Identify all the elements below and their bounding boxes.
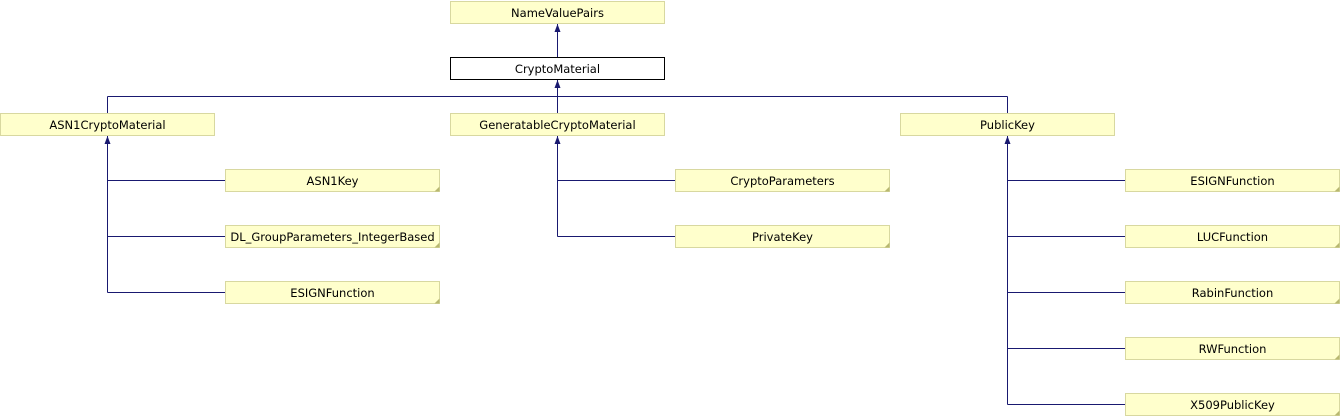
class-label: ASN1Key xyxy=(307,174,359,188)
arrowhead-icon xyxy=(104,136,111,144)
class-node-esignfunction-left[interactable]: ESIGNFunction xyxy=(225,281,440,304)
class-node-namevaluepairs[interactable]: NameValuePairs xyxy=(450,1,665,24)
class-label: X509PublicKey xyxy=(1190,398,1275,412)
folded-corner-icon xyxy=(434,242,440,248)
class-label: PublicKey xyxy=(980,118,1035,132)
edge-group-namevaluepairs xyxy=(554,24,561,57)
class-label: ASN1CryptoMaterial xyxy=(49,118,165,132)
class-label: GeneratableCryptoMaterial xyxy=(479,118,635,132)
class-box[interactable] xyxy=(675,169,890,192)
class-node-esignfunction-right[interactable]: ESIGNFunction xyxy=(1125,169,1340,192)
class-node-x509publickey[interactable]: X509PublicKey xyxy=(1125,393,1340,416)
class-box[interactable] xyxy=(225,225,440,248)
arrowhead-icon xyxy=(554,136,561,144)
class-label: DL_GroupParameters_IntegerBased xyxy=(230,230,434,244)
class-box[interactable] xyxy=(225,281,440,304)
class-node-rwfunction[interactable]: RWFunction xyxy=(1125,337,1340,360)
folded-corner-icon xyxy=(1334,298,1340,304)
folded-corner-icon xyxy=(1334,354,1340,360)
class-node-privatekey[interactable]: PrivateKey xyxy=(675,225,890,248)
folded-corner-icon xyxy=(434,186,440,192)
class-box[interactable] xyxy=(450,1,665,24)
inheritance-edges xyxy=(104,24,1125,405)
arrowhead-icon xyxy=(554,80,561,88)
class-box[interactable] xyxy=(900,113,1115,136)
class-label: ESIGNFunction xyxy=(1190,174,1274,188)
folded-corner-icon xyxy=(434,298,440,304)
class-node-asn1key[interactable]: ASN1Key xyxy=(225,169,440,192)
class-node-publickey[interactable]: PublicKey xyxy=(900,113,1115,136)
class-node-lucfunction[interactable]: LUCFunction xyxy=(1125,225,1340,248)
class-box[interactable] xyxy=(675,225,890,248)
class-label: NameValuePairs xyxy=(511,6,604,20)
edge-group-cryptomaterial xyxy=(107,80,1008,113)
class-node-generatablecryptomaterial[interactable]: GeneratableCryptoMaterial xyxy=(450,113,665,136)
folded-corner-icon xyxy=(1334,410,1340,416)
class-node-rabinfunction[interactable]: RabinFunction xyxy=(1125,281,1340,304)
class-label: ESIGNFunction xyxy=(290,286,374,300)
class-node-cryptoparameters[interactable]: CryptoParameters xyxy=(675,169,890,192)
class-label: PrivateKey xyxy=(752,230,813,244)
edge-group-generatablecryptomaterial xyxy=(554,136,675,237)
arrowhead-icon xyxy=(1004,136,1011,144)
folded-corner-icon xyxy=(1334,186,1340,192)
class-box[interactable] xyxy=(225,169,440,192)
class-box[interactable] xyxy=(0,113,215,136)
class-label: RWFunction xyxy=(1199,342,1267,356)
class-node-dl-groupparameters[interactable]: DL_GroupParameters_IntegerBased xyxy=(225,225,440,248)
arrowhead-icon xyxy=(554,24,561,32)
class-label: CryptoMaterial xyxy=(515,62,600,76)
edge-group-publickey xyxy=(1004,136,1125,405)
folded-corner-icon xyxy=(1334,242,1340,248)
class-box[interactable] xyxy=(450,57,665,80)
folded-corner-icon xyxy=(884,186,890,192)
edge-group-asn1cryptomaterial xyxy=(104,136,225,293)
class-label: LUCFunction xyxy=(1197,230,1268,244)
folded-corner-icon xyxy=(884,242,890,248)
class-box[interactable] xyxy=(450,113,665,136)
class-label: RabinFunction xyxy=(1192,286,1273,300)
class-label: CryptoParameters xyxy=(730,174,834,188)
class-node-cryptomaterial[interactable]: CryptoMaterial xyxy=(450,57,665,80)
class-node-asn1cryptomaterial[interactable]: ASN1CryptoMaterial xyxy=(0,113,215,136)
